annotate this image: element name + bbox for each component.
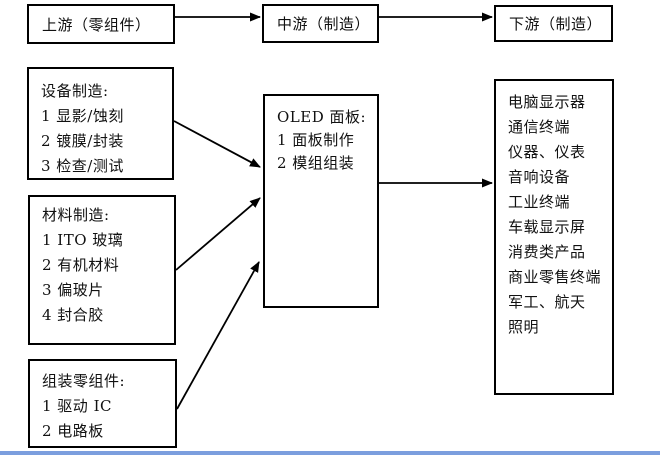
application-item: 车载显示屏 [508, 218, 586, 236]
equipment-item: 1 显影/蚀刻 [41, 107, 124, 125]
components-title: 组装零组件: [42, 372, 126, 390]
materials-item: 4 封合胶 [42, 306, 104, 324]
box-upstream: 上游（零组件） [27, 4, 175, 44]
arrow-materials-to-oled [175, 197, 261, 271]
equipment-title: 设备制造: [41, 82, 109, 100]
box-equipment-manufacturing: 设备制造: 1 显影/蚀刻 2 镀膜/封装 3 检查/测试 [27, 67, 174, 180]
box-oled-panel: OLED 面板: 1 面板制作 2 模组组装 [263, 94, 379, 308]
application-item: 消费类产品 [508, 243, 586, 261]
box-midstream: 中游（制造） [262, 4, 379, 43]
oled-item: 1 面板制作 [277, 131, 355, 149]
box-assembly-components: 组装零组件: 1 驱动 IC 2 电路板 [28, 359, 177, 448]
materials-item: 3 偏玻片 [42, 281, 104, 299]
box-applications: 电脑显示器 通信终端 仪器、仪表 音响设备 工业终端 车载显示屏 消费类产品 商… [494, 79, 614, 395]
box-materials-manufacturing: 材料制造: 1 ITO 玻璃 2 有机材料 3 偏玻片 4 封合胶 [28, 195, 176, 345]
oled-item: 2 模组组装 [277, 154, 355, 172]
equipment-item: 3 检查/测试 [41, 157, 124, 175]
equipment-item: 2 镀膜/封装 [41, 132, 124, 150]
application-item: 军工、航天 [508, 293, 586, 311]
components-item: 1 驱动 IC [42, 397, 112, 415]
components-item: 2 电路板 [42, 422, 104, 440]
application-item: 工业终端 [508, 193, 571, 211]
oled-title: OLED 面板: [277, 108, 367, 126]
application-item: 商业零售终端 [508, 268, 602, 286]
materials-title: 材料制造: [42, 206, 110, 224]
page-bottom-border [0, 451, 660, 455]
application-item: 仪器、仪表 [508, 143, 586, 161]
midstream-label: 中游（制造） [277, 15, 371, 33]
application-item: 音响设备 [508, 168, 571, 186]
application-item: 照明 [508, 318, 540, 336]
upstream-label: 上游（零组件） [42, 15, 151, 34]
arrow-equipment-to-oled [173, 120, 261, 168]
arrow-components-to-oled [176, 261, 260, 410]
application-item: 电脑显示器 [508, 93, 586, 111]
application-item: 通信终端 [508, 118, 571, 136]
downstream-label: 下游（制造） [509, 15, 603, 33]
box-downstream: 下游（制造） [494, 5, 613, 42]
materials-item: 1 ITO 玻璃 [42, 231, 124, 249]
materials-item: 2 有机材料 [42, 256, 120, 274]
